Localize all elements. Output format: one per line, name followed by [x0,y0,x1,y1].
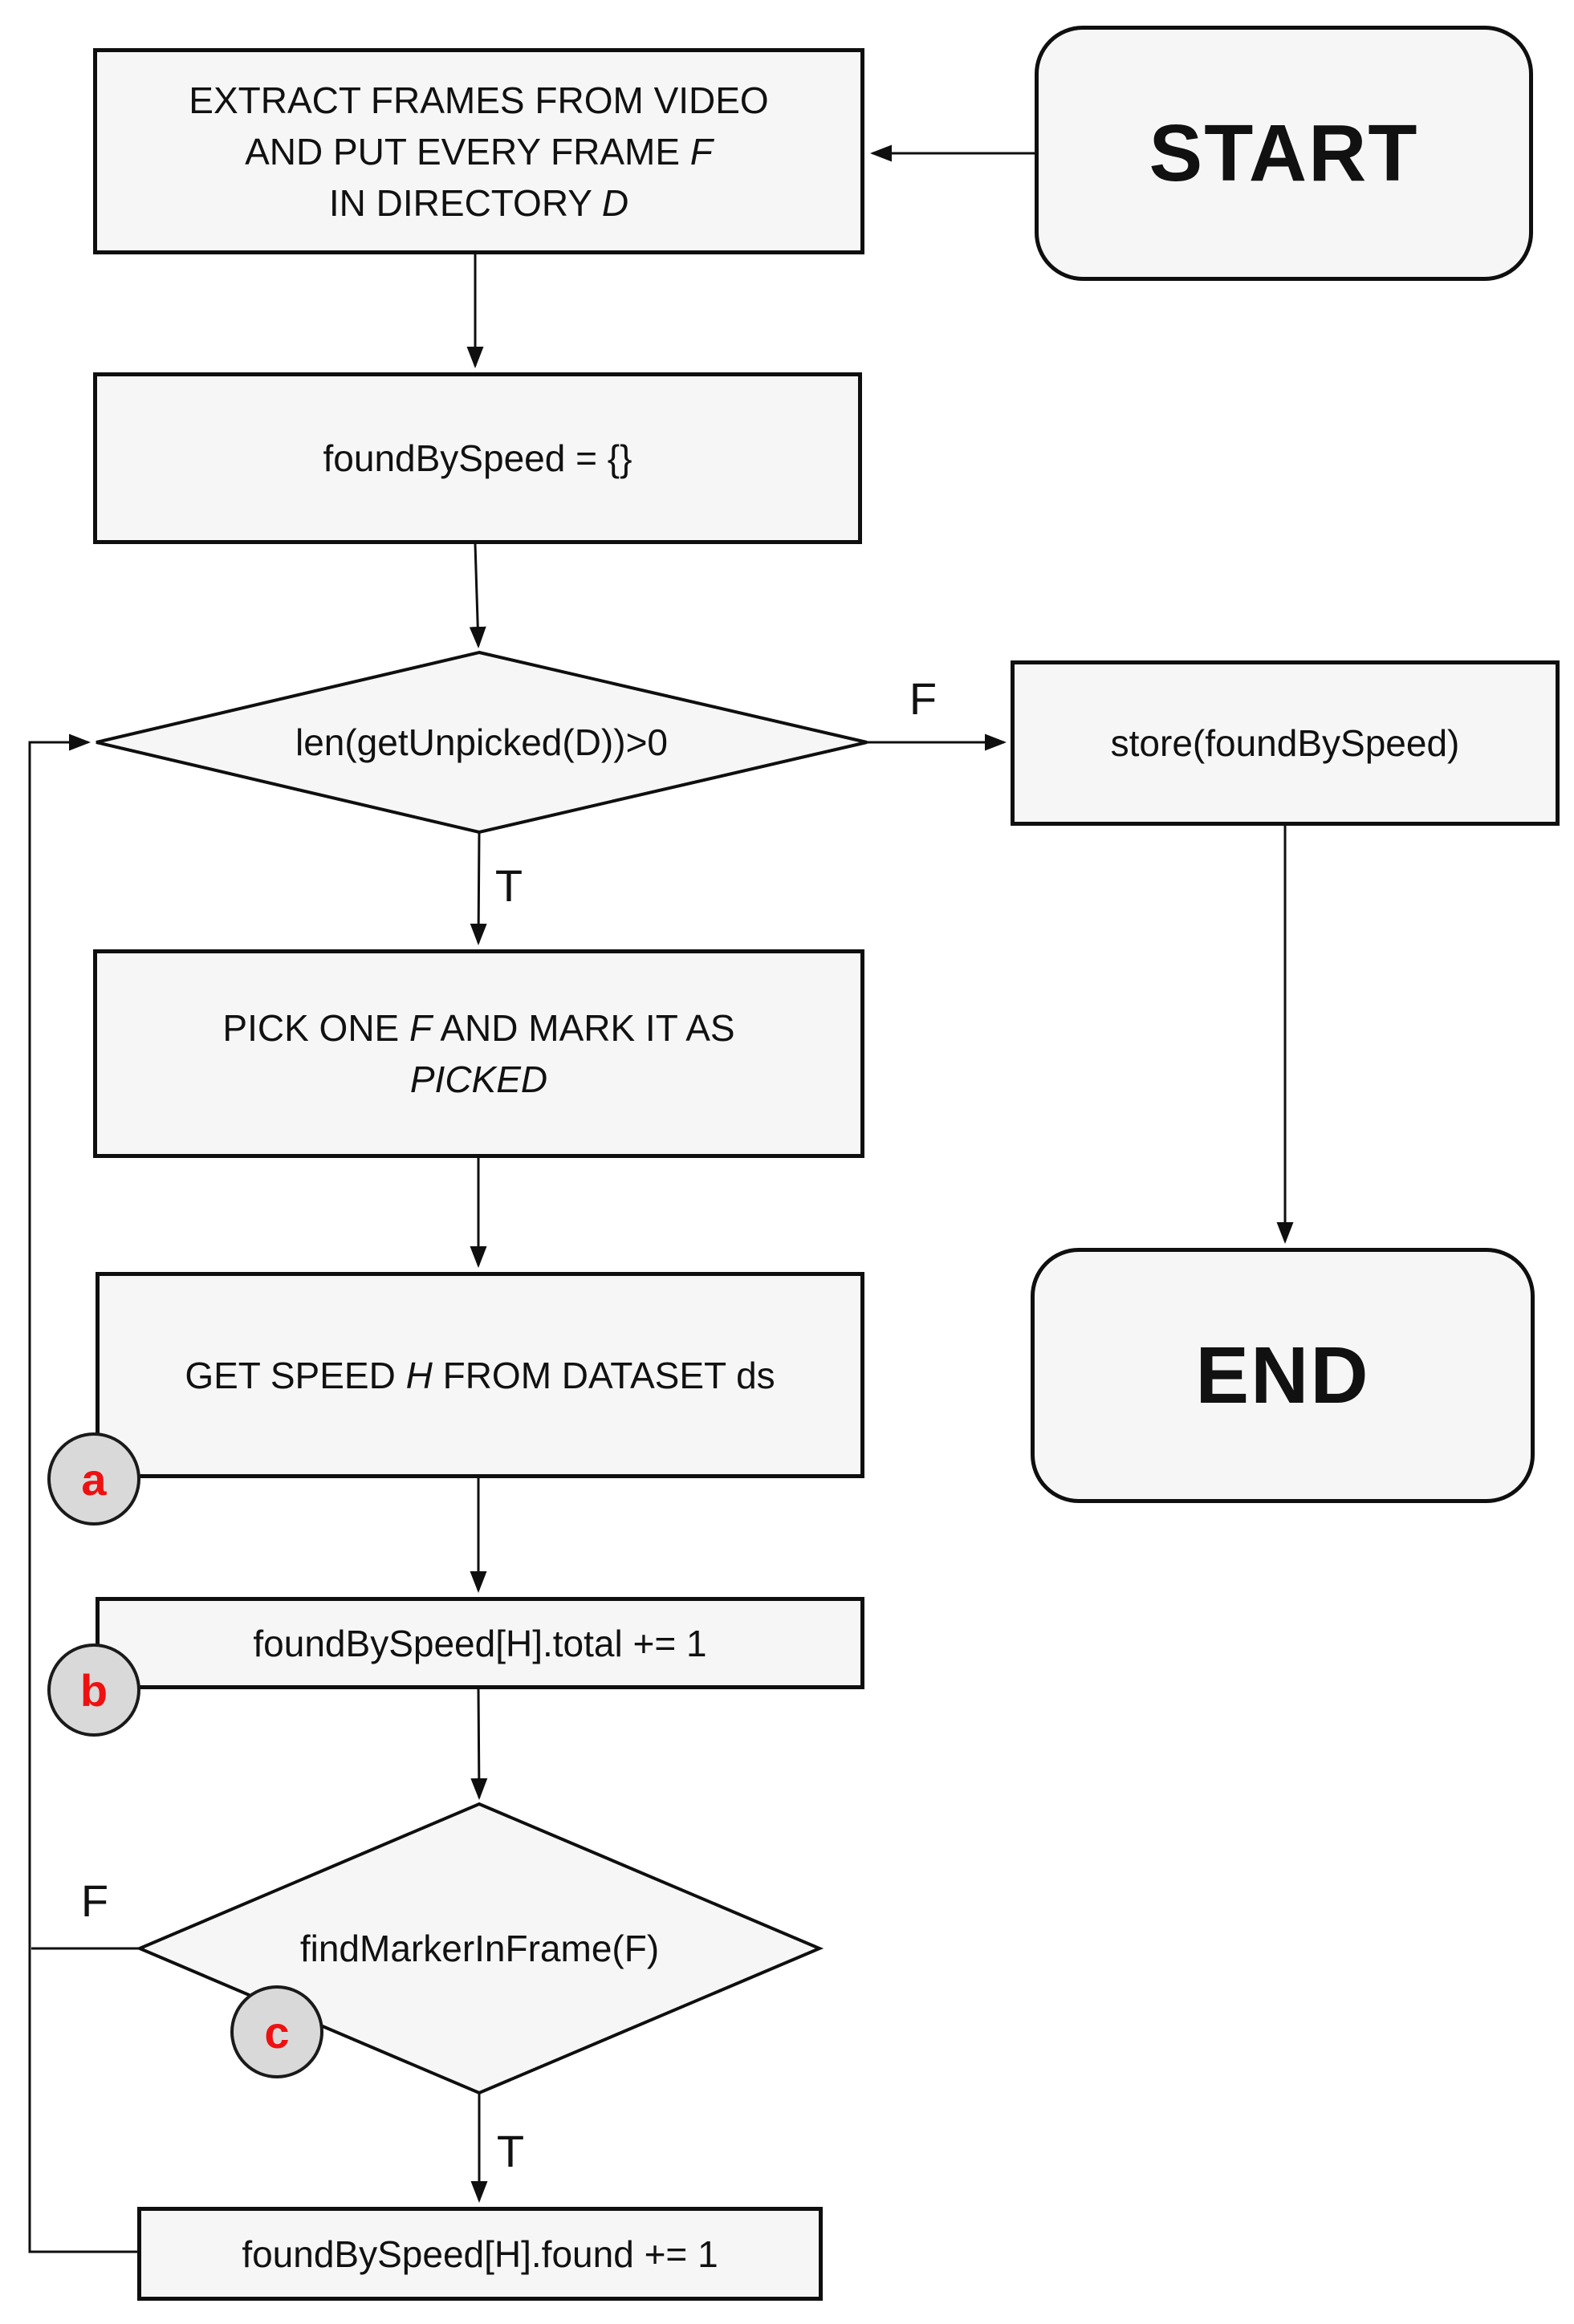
annotation-circle-a: a [47,1432,140,1526]
edge-init-to-check [469,543,486,648]
process-increment-total: foundBySpeed[H].total += 1 [96,1597,864,1689]
text-line: foundBySpeed[H].total += 1 [253,1622,707,1664]
text-line: foundBySpeed[H].found += 1 [242,2233,718,2275]
edge-found-loop-to-check [28,733,137,2253]
text-line: GET SPEED H FROM DATASET ds [185,1354,775,1396]
start-terminal: START [1035,26,1533,281]
end-terminal: END [1031,1248,1535,1503]
branch-label-false-find-marker: F [80,1875,109,1926]
text-line: IN DIRECTORY D [328,181,629,224]
process-store-found-by-speed: store(foundBySpeed) [1011,660,1560,826]
branch-label-false-check-unpicked: F [909,673,937,724]
edge-check-true-to-pick [470,831,487,945]
text-line: PICKED [409,1058,548,1100]
process-init-found-by-speed: foundBySpeed = {} [93,372,862,544]
text-line: store(foundBySpeed) [1110,722,1460,764]
process-extract-frames: EXTRACT FRAMES FROM VIDEO AND PUT EVERY F… [93,48,864,254]
text-line: AND PUT EVERY FRAME F [245,130,713,173]
decision-check-unpicked-shape [96,650,868,835]
text-line: EXTRACT FRAMES FROM VIDEO [189,79,769,121]
branch-label-true-check-unpicked: T [494,860,523,911]
text-line: foundBySpeed = {} [323,437,632,479]
edge-total-to-findmarker [470,1688,488,1800]
branch-label-true-find-marker: T [496,2126,525,2176]
process-increment-found: foundBySpeed[H].found += 1 [137,2207,823,2301]
annotation-circle-c: c [230,1985,323,2078]
process-pick-frame: PICK ONE F AND MARK IT AS PICKED [93,949,864,1158]
process-get-speed: GET SPEED H FROM DATASET ds [96,1272,864,1478]
text-line: PICK ONE F AND MARK IT AS [222,1007,735,1049]
annotation-circle-b: b [47,1643,140,1737]
